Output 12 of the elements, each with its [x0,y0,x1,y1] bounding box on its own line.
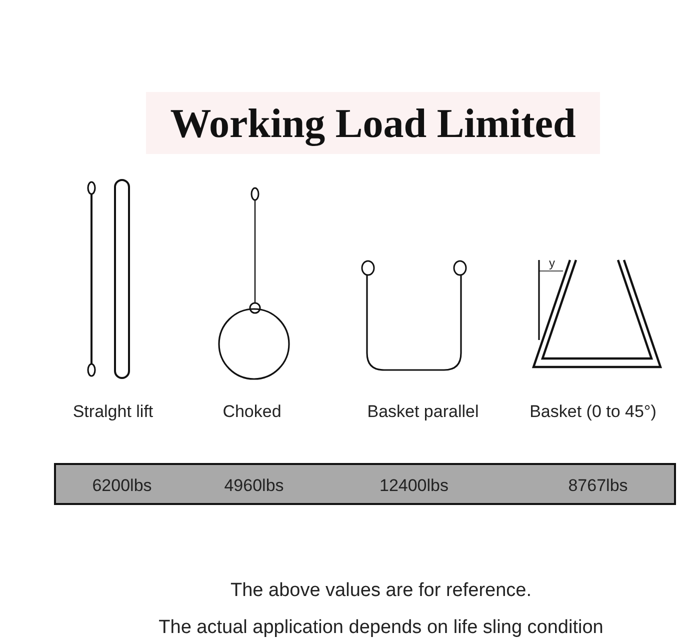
load-value: 8767lbs [568,476,628,496]
configuration-label: Choked [222,402,282,422]
configuration-label: Stralght lift [72,402,154,422]
note-text: The actual application depends on life sling condition [158,617,604,639]
note-text: The above values are for reference. [230,580,532,602]
load-value: 12400lbs [380,476,448,496]
load-value: 6200lbs [92,476,152,496]
angle-label: y [549,257,555,271]
configuration-label: Basket (0 to 45°) [530,402,656,422]
load-value: 4960lbs [224,476,284,496]
title: Working Load Limited [146,92,600,154]
configuration-label: Basket parallel [367,402,479,422]
